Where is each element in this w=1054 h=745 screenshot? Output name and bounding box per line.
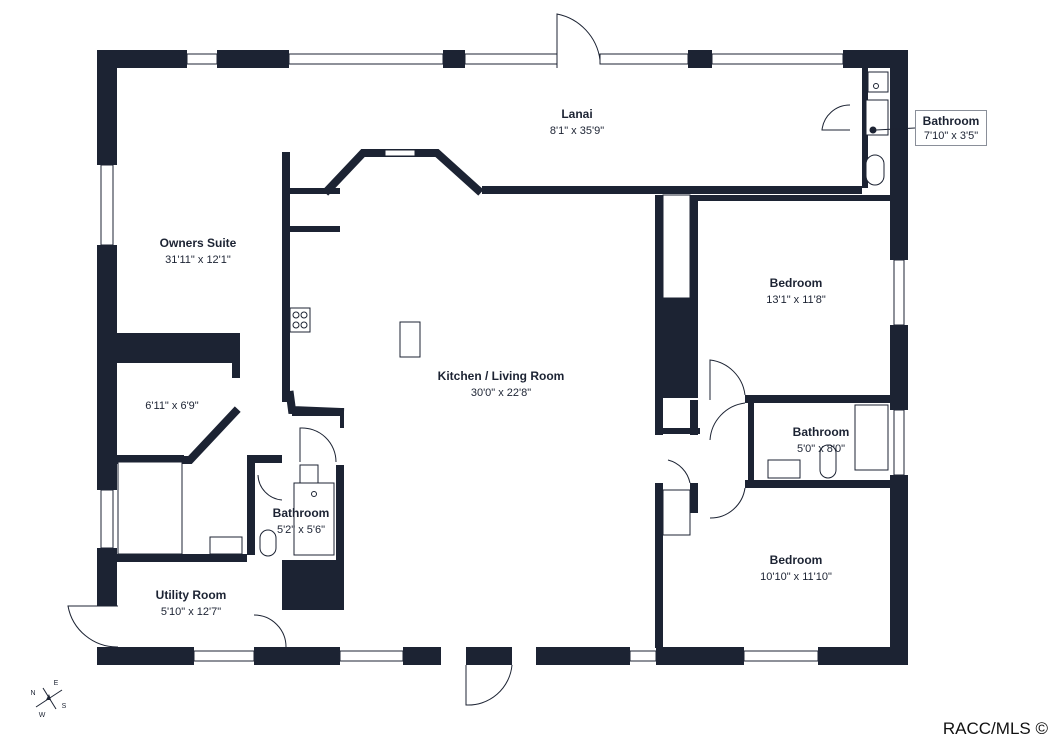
room-name-bedroom-1: Bedroom [770, 276, 823, 290]
doors [67, 13, 851, 706]
room-name-owners-suite: Owners Suite [160, 236, 237, 250]
room-dims-owners-suite: 31'11" x 12'1" [165, 254, 231, 266]
room-name-bathroom-mid: Bathroom [793, 425, 850, 439]
compass-s: S [62, 703, 67, 710]
fixtures [117, 71, 889, 557]
callout-name: Bathroom [922, 114, 980, 128]
compass-e: E [54, 680, 59, 687]
walls [97, 50, 908, 665]
callout-pointer [869, 126, 877, 134]
room-dims-kitchen-living: 30'0" x 22'8" [471, 387, 531, 399]
angled-walls [113, 149, 484, 464]
room-name-utility: Utility Room [156, 588, 227, 602]
room-dims-bathroom-mid: 5'0" x 8'0" [797, 443, 845, 455]
callout-dims: 7'10" x 3'5" [923, 130, 979, 142]
bathtub [854, 404, 889, 471]
room-dims-bathroom-small: 5'2" x 5'6" [277, 524, 325, 536]
compass-icon: N E S W [30, 680, 66, 719]
room-dims-bedroom-1: 13'1" x 11'8" [766, 294, 826, 306]
cooktop [289, 307, 311, 333]
kitchen-island [399, 321, 421, 358]
room-name-bedroom-2: Bedroom [770, 553, 823, 567]
compass-n: N [30, 690, 35, 697]
room-dims-closet: 6'11" x 6'9" [145, 400, 198, 412]
appliance [117, 461, 183, 555]
mls-credit: RACC/MLS © [942, 719, 1048, 738]
room-name-lanai: Lanai [561, 107, 592, 121]
room-dims-lanai: 8'1" x 35'9" [550, 125, 604, 137]
compass-w: W [39, 712, 46, 719]
windows [100, 53, 905, 662]
bathroom-callout: Bathroom 7'10" x 3'5" [915, 110, 987, 146]
room-name-kitchen-living: Kitchen / Living Room [438, 369, 565, 383]
room-dims-bedroom-2: 10'10" x 11'10" [760, 571, 832, 583]
room-dims-utility: 5'10" x 12'7" [161, 606, 221, 618]
room-name-bathroom-small: Bathroom [273, 506, 330, 520]
